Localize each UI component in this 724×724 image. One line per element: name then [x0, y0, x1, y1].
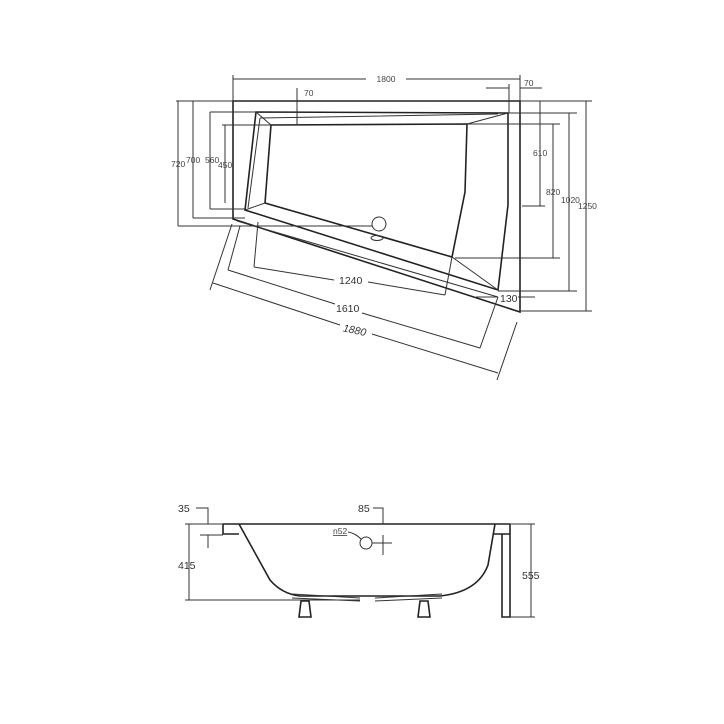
dim-1020: 1020 — [561, 195, 580, 205]
overflow-icon — [370, 235, 384, 241]
dim-1880: 1880 — [342, 322, 367, 339]
side-dimension-labels: 35 85 n52 415 555 — [178, 503, 540, 582]
dimension-labels: 1800 70 70 720 700 560 450 610 820 1020 … — [171, 74, 597, 339]
dim-85: 85 — [358, 503, 370, 515]
foot-left — [298, 600, 312, 618]
dim-1800: 1800 — [377, 74, 396, 84]
dim-n52: n52 — [333, 526, 347, 536]
dim-555: 555 — [522, 570, 540, 582]
top-view: 1800 70 70 720 700 560 450 610 820 1020 … — [171, 74, 597, 381]
side-dimension-lines — [185, 507, 535, 618]
dim-720: 720 — [171, 159, 185, 169]
dim-700: 700 — [186, 155, 200, 165]
dim-130: 130 — [500, 293, 518, 305]
dim-70-top: 70 — [304, 88, 314, 98]
side-view: 35 85 n52 415 555 — [178, 503, 540, 618]
front-panel — [493, 524, 511, 618]
foot-right — [417, 600, 431, 618]
dim-415: 415 — [178, 560, 196, 572]
dim-450: 450 — [218, 160, 232, 170]
outer-outline — [232, 100, 521, 314]
dim-820: 820 — [546, 187, 560, 197]
dim-1610: 1610 — [336, 303, 360, 315]
dim-35: 35 — [178, 503, 190, 515]
dim-1250: 1250 — [578, 201, 597, 211]
dimension-lines — [176, 75, 592, 381]
left-rim-block — [222, 524, 239, 535]
dim-610: 610 — [533, 148, 547, 158]
base-plate — [291, 593, 443, 602]
corner-lines — [236, 111, 509, 298]
rim-inner-line — [247, 113, 499, 209]
dim-560: 560 — [205, 155, 219, 165]
dim-70-right: 70 — [524, 78, 534, 88]
overflow-icon — [359, 536, 373, 550]
basin-outline — [264, 123, 468, 259]
drain-icon — [371, 216, 387, 232]
dim-1240: 1240 — [339, 275, 363, 287]
basin-profile — [238, 523, 496, 597]
rim-outline — [244, 111, 509, 292]
